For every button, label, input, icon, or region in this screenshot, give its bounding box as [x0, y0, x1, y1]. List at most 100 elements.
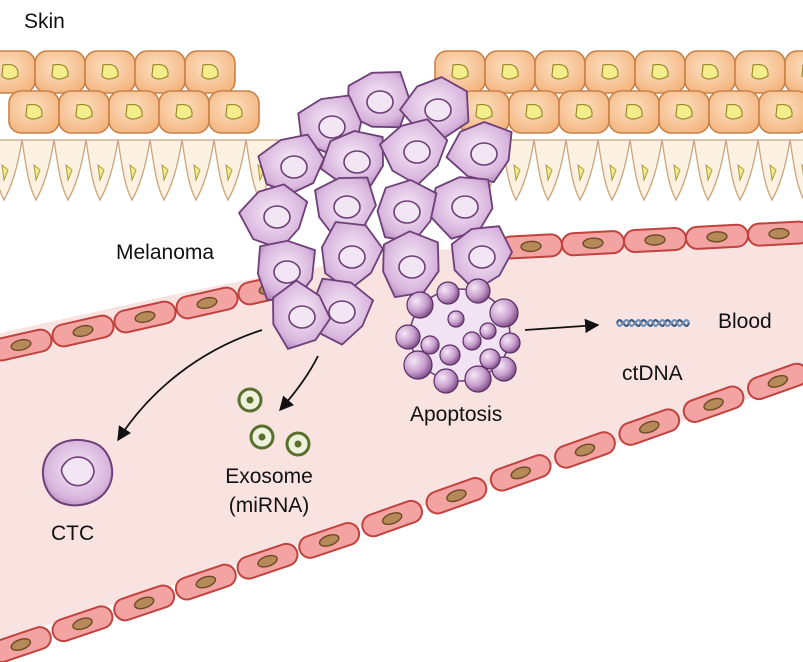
blood-vessel-lumen	[0, 236, 803, 640]
label-mirna: (miRNA)	[228, 494, 310, 517]
vessel-wall-upper	[0, 220, 803, 362]
vessel-wall-cell	[554, 431, 616, 469]
vessel-wall-cell	[236, 542, 299, 580]
exosome-vesicle	[237, 387, 311, 457]
vessel-wall-cell	[618, 408, 681, 446]
label-ctc: CTC	[51, 522, 95, 545]
vessel-wall-cell	[685, 223, 749, 250]
melanoma-cell	[319, 130, 384, 189]
apoptotic-bleb	[403, 350, 433, 380]
apoptotic-bleb	[464, 365, 492, 393]
melanoma-cell	[238, 183, 309, 250]
ctdna-helix	[615, 319, 691, 327]
skin-cell	[784, 50, 803, 94]
vessel-wall-cell	[51, 605, 114, 643]
vessel-wall-cell	[175, 286, 239, 320]
apoptotic-bleb	[436, 281, 460, 305]
skin-cell	[134, 50, 186, 94]
label-apoptosis: Apoptosis	[410, 403, 503, 426]
vessel-wall-cell	[682, 385, 745, 423]
basal-skin-cell	[789, 139, 803, 200]
apoptotic-bleb	[439, 344, 461, 366]
apoptotic-bleb	[395, 324, 421, 350]
skin-cell	[684, 50, 736, 94]
apoptotic-bleb	[479, 348, 501, 370]
vessel-wall-cell	[747, 362, 803, 401]
skin-cell	[508, 90, 560, 134]
basal-skin-cell	[21, 139, 55, 202]
label-ctdna: ctDNA	[622, 362, 683, 385]
arrow-to-ctc	[117, 329, 263, 442]
vessel-wall-cell	[51, 314, 115, 348]
skin-cell	[734, 50, 786, 94]
vessel-wall-cell	[298, 522, 361, 559]
vessel-wall-cell	[0, 626, 52, 662]
skin-cell	[8, 90, 60, 134]
skin-cell	[158, 90, 210, 134]
skin-cell	[484, 50, 536, 94]
melanoma-cell	[257, 133, 325, 195]
label-melanoma: Melanoma	[116, 241, 215, 264]
vessel-wall-cell	[361, 499, 423, 538]
skin-cell	[34, 50, 86, 94]
basal-skin-cell	[629, 139, 663, 202]
label-skin: Skin	[24, 10, 65, 33]
basal-skin-cell	[661, 139, 695, 202]
vessel-wall-cell	[113, 584, 176, 622]
basal-skin-cell	[53, 139, 87, 202]
skin-cell	[634, 50, 686, 94]
vessel-wall-cell	[561, 230, 625, 257]
skin-cell	[758, 90, 803, 134]
skin-cell	[558, 90, 610, 134]
ctc-cell	[41, 439, 114, 507]
basal-skin-cell	[757, 139, 791, 202]
skin-cell	[208, 90, 260, 134]
vessel-wall-cell	[425, 477, 488, 515]
skin-cell	[608, 90, 660, 134]
melanoma-cell	[376, 179, 438, 243]
skin-cell-layer	[0, 50, 803, 134]
melanoma-cell	[445, 121, 513, 183]
apoptotic-bleb	[465, 278, 491, 304]
basal-skin-cell	[181, 139, 215, 202]
skin-cell	[184, 50, 236, 94]
apoptotic-bleb	[406, 291, 434, 319]
skin-cell	[84, 50, 136, 94]
melanoma-cell	[429, 176, 494, 240]
vessel-wall-cell	[747, 220, 803, 247]
skin-cell	[108, 90, 160, 134]
skin-cell	[658, 90, 710, 134]
vessel-wall-cell	[174, 563, 237, 601]
skin-cell	[584, 50, 636, 94]
basal-skin-cell	[565, 139, 599, 202]
skin-cell	[708, 90, 760, 134]
basal-skin-cell	[597, 139, 631, 202]
vessel-wall-cell	[0, 328, 53, 362]
basal-skin-cell	[0, 139, 23, 202]
basal-skin-cell	[85, 139, 119, 202]
skin-cell	[58, 90, 110, 134]
label-exosome: Exosome	[225, 465, 313, 488]
apoptotic-bleb	[462, 331, 482, 351]
apoptotic-bleb	[499, 332, 521, 354]
basal-skin-cell	[725, 139, 759, 202]
apoptotic-bleb	[479, 322, 497, 340]
apoptotic-body	[395, 278, 521, 394]
apoptotic-bleb	[489, 298, 519, 328]
melanoma-cell	[379, 118, 449, 186]
skin-cell	[534, 50, 586, 94]
label-blood: Blood	[718, 310, 772, 333]
melanoma-cell	[311, 277, 374, 346]
vessel-wall-cell	[113, 300, 177, 334]
basal-skin-cell	[693, 139, 727, 202]
apoptotic-bleb	[447, 310, 465, 328]
vessel-wall-lower	[0, 362, 803, 662]
basal-skin-cell	[117, 139, 151, 202]
basal-skin-cell	[149, 139, 183, 202]
melanoma-cluster	[238, 71, 513, 350]
melanoma-cell	[382, 230, 440, 298]
skin-cell	[0, 50, 36, 94]
melanoma-cell	[346, 71, 411, 129]
